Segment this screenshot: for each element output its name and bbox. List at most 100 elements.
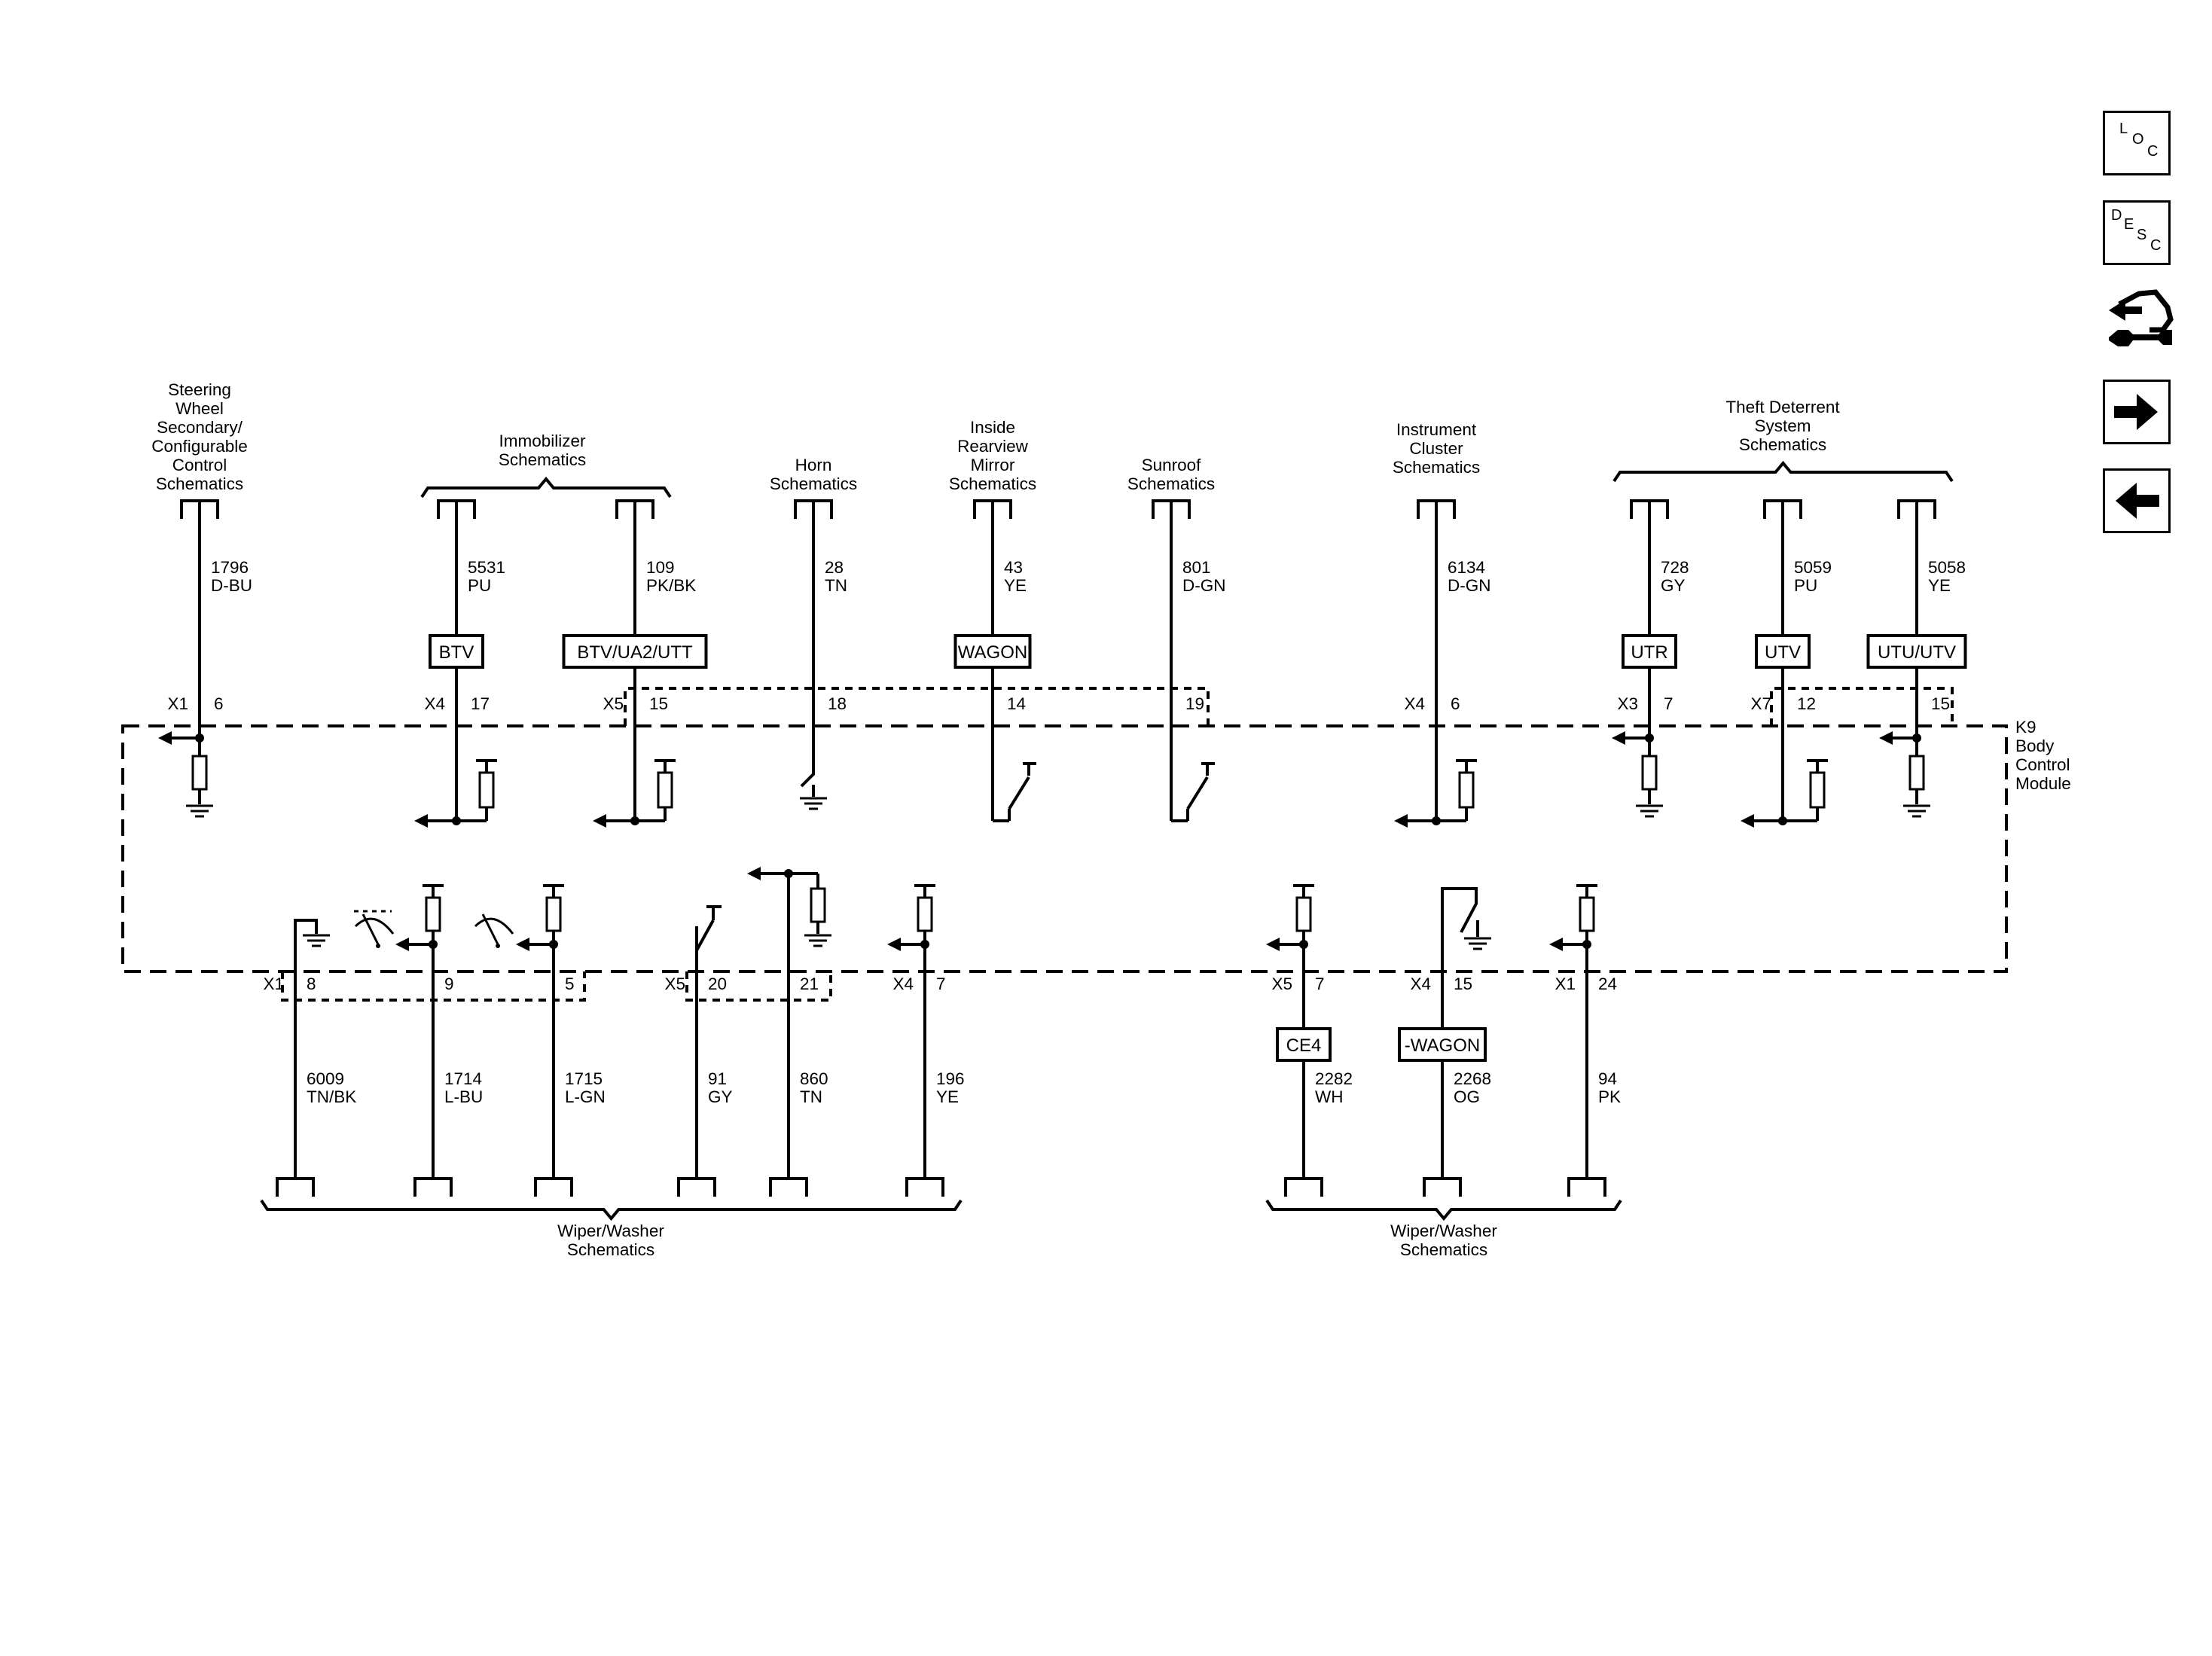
next-button[interactable]: [2103, 380, 2171, 444]
reference-label: Horn: [795, 456, 832, 474]
circuit-number: 1714: [444, 1069, 482, 1088]
option-box: [1755, 634, 1811, 669]
wire-color: D-GN: [1448, 576, 1491, 595]
circuit-number: 2282: [1315, 1069, 1353, 1088]
loc-letter: C: [2147, 143, 2159, 160]
resistor: [1579, 896, 1595, 932]
labels: SteeringWheelSecondary/ConfigurableContr…: [151, 380, 1966, 1259]
circuit-number: 5059: [1794, 558, 1832, 577]
resistor: [545, 896, 562, 932]
reference-label: Schematics: [1400, 1240, 1487, 1259]
circuit-number: 1715: [565, 1069, 603, 1088]
pin-number: 19: [1185, 694, 1204, 713]
module-name-line: Control: [2015, 755, 2070, 774]
connector-bottom: [1567, 1177, 1606, 1197]
wire-color: PK: [1598, 1087, 1621, 1106]
junction-dot: [549, 940, 558, 949]
connector-bottom: [905, 1177, 944, 1197]
pin-number: 12: [1797, 694, 1816, 713]
connector-bottom: [1423, 1177, 1462, 1197]
circuit-number: 109: [646, 558, 675, 577]
circuit-number: 860: [800, 1069, 828, 1088]
option-box: [429, 634, 484, 669]
option-box: [1622, 634, 1677, 669]
wire-path: [294, 919, 318, 934]
wire-color: GY: [708, 1087, 733, 1106]
wiper-symbol: [481, 913, 499, 945]
wire-color: TN: [800, 1087, 822, 1106]
wire-color: OG: [1454, 1087, 1480, 1106]
option-box: [562, 634, 708, 669]
pin-number: 24: [1598, 974, 1617, 993]
back-arrow-icon: [2116, 483, 2159, 519]
resistor: [1295, 896, 1312, 932]
resistor: [191, 755, 208, 791]
back-button[interactable]: [2103, 468, 2171, 533]
wire-path: [800, 768, 815, 788]
reference-label: Wheel: [175, 399, 224, 418]
circuit-number: 6009: [307, 1069, 344, 1088]
resistor: [478, 771, 495, 809]
option-label: WAGON: [958, 642, 1027, 663]
pin-number: 7: [1315, 974, 1325, 993]
connector-bottom: [1284, 1177, 1323, 1197]
pin-number: 7: [1664, 694, 1673, 713]
connector-id: X1: [167, 694, 188, 713]
wire-color: L-BU: [444, 1087, 483, 1106]
wiper-symbol: [474, 917, 514, 935]
reference-label: Schematics: [156, 474, 243, 493]
connector-id: X7: [1750, 694, 1771, 713]
arrow-head: [395, 938, 409, 951]
reference-label: Wiper/Washer: [557, 1221, 664, 1240]
module-name-line: Body: [2015, 737, 2055, 755]
reference-label: Schematics: [499, 450, 586, 469]
arrow-head: [1741, 814, 1754, 828]
loc-button[interactable]: L O C: [2103, 111, 2171, 175]
circuit-number: 91: [708, 1069, 727, 1088]
pin-number: 6: [214, 694, 224, 713]
pin-number: 17: [471, 694, 490, 713]
wire-color: GY: [1661, 576, 1686, 595]
connector-wrench-icon[interactable]: [2103, 285, 2178, 367]
pin-number: 15: [1931, 694, 1950, 713]
junction-dot: [1912, 733, 1921, 743]
desc-button[interactable]: D E S C: [2103, 200, 2171, 265]
connector-id: X3: [1617, 694, 1638, 713]
arrow-head: [747, 867, 761, 880]
option-label: BTV: [439, 642, 474, 663]
wiper-symbol: [376, 944, 380, 948]
connector-id: X1: [263, 974, 284, 993]
circuit-number: 5058: [1928, 558, 1966, 577]
pin-number: 14: [1007, 694, 1026, 713]
reference-label: Schematics: [567, 1240, 654, 1259]
connector-id: X5: [1271, 974, 1292, 993]
resistor: [810, 887, 826, 923]
wire-color: PK/BK: [646, 576, 696, 595]
connector-bottom: [276, 1177, 315, 1197]
junction-dot: [1645, 733, 1654, 743]
junction-dot: [1582, 940, 1591, 949]
reference-label: Mirror: [971, 456, 1015, 474]
connector-bottom: [413, 1177, 453, 1197]
reference-label: Configurable: [151, 437, 248, 456]
connector-id: X4: [1410, 974, 1431, 993]
reference-label: Steering: [168, 380, 231, 399]
loc-letter: L: [2119, 120, 2128, 137]
circuit-number: 94: [1598, 1069, 1617, 1088]
option-label: UTR: [1631, 642, 1667, 663]
wire-path: [1441, 887, 1478, 933]
wire: [1008, 776, 1030, 810]
reference-bracket: [1612, 460, 1954, 483]
reference-label: Schematics: [1739, 435, 1826, 454]
resistor: [1458, 771, 1475, 809]
junction-dot: [1299, 940, 1308, 949]
wire-color: YE: [1004, 576, 1027, 595]
arrow-head: [1612, 731, 1625, 745]
pin-number: 18: [828, 694, 847, 713]
connector-group: [281, 971, 586, 1002]
body-control-module: K9 Body Control Module: [121, 718, 2071, 973]
arrow-head: [158, 731, 172, 745]
connector-bottom: [534, 1177, 573, 1197]
wire-color: D-BU: [211, 576, 252, 595]
